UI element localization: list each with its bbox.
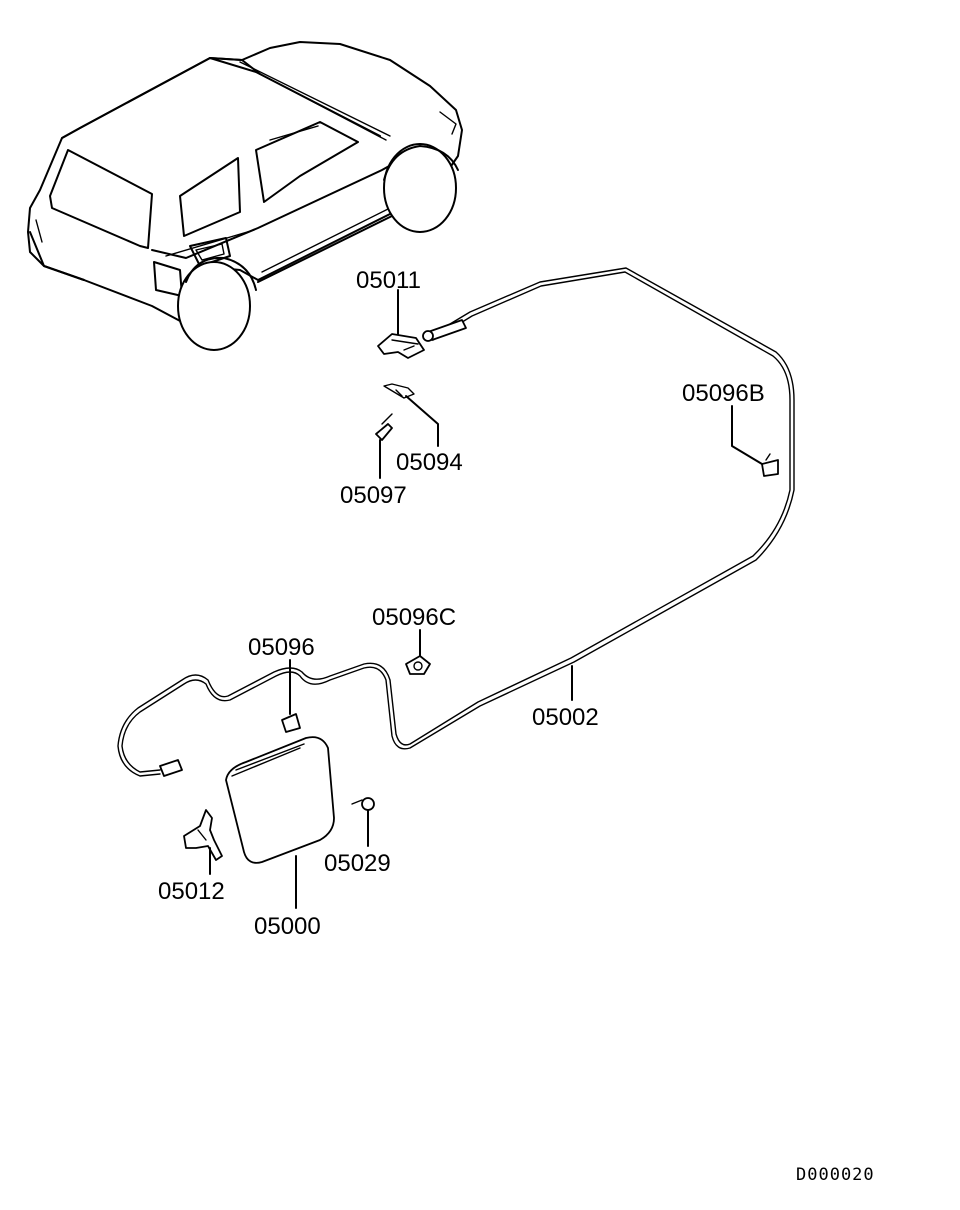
part-label-05094: 05094 <box>396 449 463 476</box>
drawing-code: D000020 <box>796 1165 875 1185</box>
screw-part <box>375 413 393 441</box>
release-handle-part <box>377 333 425 359</box>
part-label-05000: 05000 <box>254 913 321 940</box>
vehicle-illustration <box>27 41 463 351</box>
part-label-05011: 05011 <box>356 267 421 294</box>
fuel-lid-cable <box>117 267 795 777</box>
clip-part <box>383 383 415 399</box>
clamp-c-part <box>405 655 431 675</box>
part-label-05096b: 05096B <box>682 380 765 407</box>
part-label-05096: 05096 <box>248 634 315 661</box>
clamp-b-part <box>761 453 779 477</box>
leader-lines <box>209 289 763 909</box>
part-label-05012: 05012 <box>158 878 225 905</box>
grommet-part <box>281 713 301 733</box>
part-label-05029: 05029 <box>324 850 391 877</box>
bumper-part <box>351 797 375 811</box>
hinge-part <box>183 809 223 861</box>
part-label-05002: 05002 <box>532 704 599 731</box>
fuel-lid-panel-part <box>225 736 335 864</box>
part-label-05096c: 05096C <box>372 604 456 631</box>
part-label-05097: 05097 <box>340 482 407 509</box>
